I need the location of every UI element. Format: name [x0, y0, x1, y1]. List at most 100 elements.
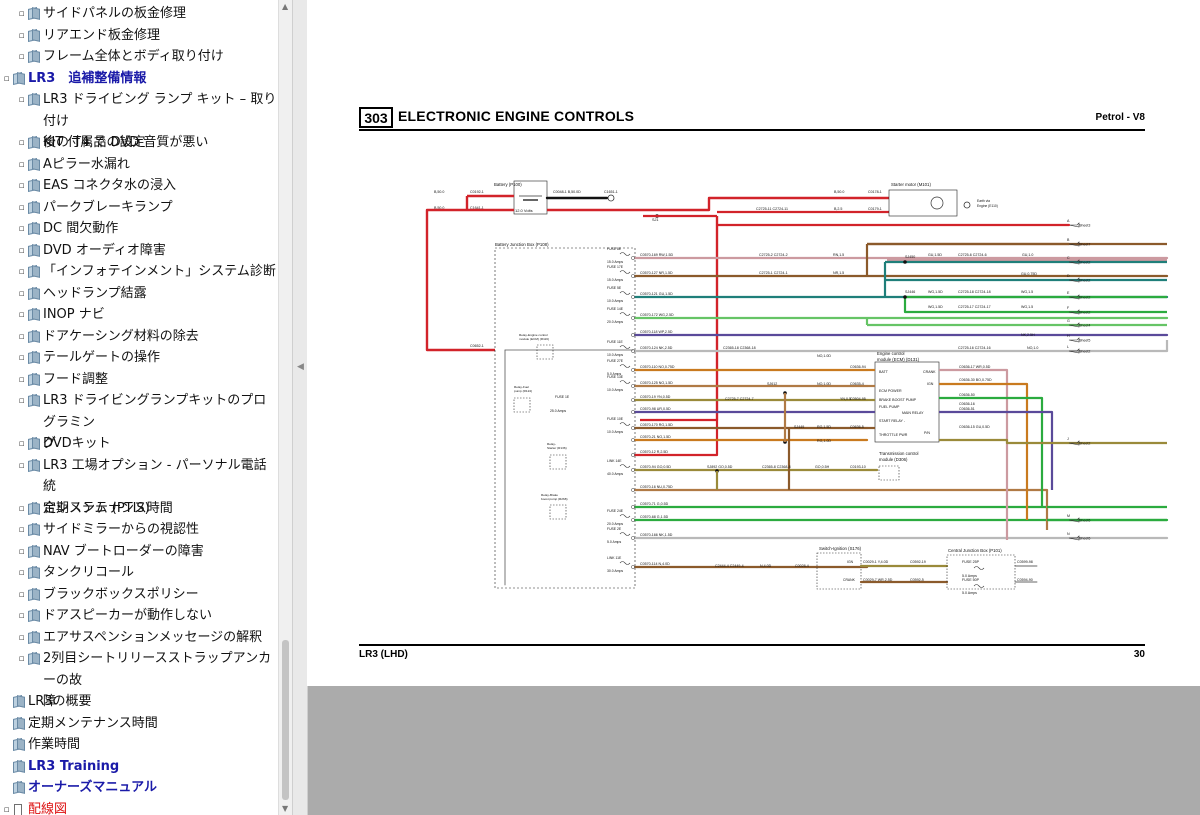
wire-label: WG,1.5 — [1021, 305, 1033, 309]
fuse-label: FUSE 14E — [607, 307, 624, 311]
cjb-label: Central Junction Box (P101) — [948, 548, 1002, 553]
tree-item[interactable]: ▫LR3 工場オプション - パーソナル電話統合システム (PTIS) — [0, 457, 278, 516]
tree-item[interactable]: ▫リアエンド板金修理 — [0, 27, 278, 49]
tree-item[interactable]: ▫エアサスペンションメッセージの解釈 — [0, 629, 278, 651]
switch-pin-label: CRANK — [843, 578, 856, 582]
tree-item[interactable]: ▫INOP ナビ — [0, 306, 278, 328]
tree-item-label-line: EAS コネクタ水の浸入 — [43, 178, 176, 193]
pane-splitter[interactable]: ◀ — [292, 0, 308, 815]
tree-item[interactable]: ▫テールゲートの操作 — [0, 349, 278, 371]
tree-item-label-line: 配線図 — [28, 801, 68, 815]
scrollbar-thumb[interactable] — [282, 640, 289, 800]
wire-label: N,4.0D — [760, 564, 772, 568]
fuse-amps: 10.0 Amps — [607, 388, 623, 392]
wire-label: C0570-110 NO,0.75D — [640, 365, 675, 369]
ecm-pin-label: ECM POWER — [879, 389, 902, 393]
tree-item-label-line: LR3の概要 — [28, 694, 92, 709]
tree-item-label-line: DVDキット — [43, 436, 111, 451]
tree-item-label-line: オーナーズマニュアル — [28, 780, 157, 795]
tree-line-icon: ▫ — [18, 525, 25, 535]
wire-label: GU,1.5D — [928, 253, 942, 257]
connector-letter: M — [1067, 514, 1070, 518]
wire-label: RG,1.5D — [817, 425, 831, 429]
wire-label: C0570-166 NK,1.5D — [640, 533, 673, 537]
wire-label: SJ446 — [905, 290, 915, 294]
book-icon — [27, 609, 39, 621]
wire-label: C0636-17 WR,0.5D — [959, 365, 991, 369]
collapse-arrow-icon[interactable]: ◀ — [297, 362, 304, 372]
bjb-connector-pin — [631, 333, 635, 337]
diagram-label: C2725-11 C2724-11 — [756, 207, 788, 211]
tree-item[interactable]: ▫LR3 ドライビング ランプ キット – 取り付け後の T4 での設定 — [0, 91, 278, 150]
tree-item[interactable]: ▫LR3 ドライビングランプキットのプログラミング — [0, 392, 278, 451]
tree-item[interactable]: ▫ドアスピーカーが動作しない — [0, 607, 278, 629]
tree-item[interactable]: ▫DVD オーディオ障害 — [0, 242, 278, 264]
bjb-box — [494, 247, 636, 589]
tree-item-label: テールゲートの操作 — [43, 347, 160, 369]
connector-letter: A — [1067, 219, 1070, 223]
scroll-up-arrow-icon[interactable]: ▲ — [282, 2, 289, 11]
tree-item[interactable]: ▫パークブレーキランプ — [0, 199, 278, 221]
tree-item[interactable]: ▫NAV ブートローダーの障害 — [0, 543, 278, 565]
tree-item[interactable]: オーナーズマニュアル — [0, 779, 278, 801]
tree-item-label: フード調整 — [43, 369, 108, 391]
scroll-down-arrow-icon[interactable]: ▼ — [282, 804, 289, 813]
tree-item[interactable]: ▫2列目シートリリースストラップアンカーの故障 — [0, 650, 278, 709]
wire-label: WG,1.5D — [928, 305, 943, 309]
tree-item[interactable]: ▫定期メンテナンス時間 — [0, 500, 278, 522]
ecm-pin-label: CRANK — [923, 370, 936, 374]
footer-model: LR3 (LHD) — [359, 649, 408, 660]
wire-label: C0570-98 UR,0.5D — [640, 407, 671, 411]
wire-label: SJ892 GO,0.5D — [707, 465, 733, 469]
collapse-toggle-icon[interactable]: ▫ — [3, 73, 10, 84]
tree-item[interactable]: ▫KIT 付属品 DVD 音質が悪い — [0, 134, 278, 156]
cjb-box — [946, 554, 1016, 590]
tree-item[interactable]: LR3 Training — [0, 758, 278, 780]
sidebar-scrollbar[interactable]: ▲ ▼ — [278, 0, 293, 815]
tree-item[interactable]: ▫DC 間欠動作 — [0, 220, 278, 242]
tree-item[interactable]: ▫ドアケーシング材料の除去 — [0, 328, 278, 350]
ecm-pin-label: BRAKE BOOST PUMP — [879, 398, 917, 402]
bjb-connector-pin — [631, 468, 635, 472]
sheet-reference: Sheet2 — [1079, 349, 1090, 353]
sheet-arrow-icon — [1068, 259, 1080, 265]
tree-item[interactable]: ▫タンクリコール — [0, 564, 278, 586]
wire-label: FUSE 25P — [962, 560, 980, 564]
tree-item[interactable]: 定期メンテナンス時間 — [0, 715, 278, 737]
tree-item[interactable]: ▫ 配線図 — [0, 801, 278, 815]
tree-item[interactable]: ▫ヘッドランプ結露 — [0, 285, 278, 307]
wire-label: C0570-68 G,1.5D — [640, 515, 669, 519]
tree-item[interactable]: ▫Aピラー水漏れ — [0, 156, 278, 178]
tree-item-label-line: サイドパネルの板金修理 — [43, 6, 187, 21]
ignition-switch-box — [816, 552, 862, 590]
tree-line-icon: ▫ — [18, 310, 25, 320]
tree-item[interactable]: ▫サイドミラーからの視認性 — [0, 521, 278, 543]
bjb-connector-pin — [631, 368, 635, 372]
tree-item[interactable]: ▫LR3 追補整備情報 — [0, 70, 278, 92]
page-number: 30 — [1133, 649, 1145, 660]
tree-item[interactable]: ▫フード調整 — [0, 371, 278, 393]
tree-item-label: 「インフォテインメント」システム診断 — [43, 261, 276, 283]
tree-item[interactable]: 作業時間 — [0, 736, 278, 758]
wire-label: C0592-5 — [910, 578, 924, 582]
sheet-reference: Sheet5 — [1079, 338, 1090, 342]
tree-item-label: LR3 ドライビング ランプ キット – 取り付け後の T4 での設定 — [43, 89, 278, 154]
wire-label: SJ450 — [905, 255, 915, 259]
expand-toggle-icon[interactable]: ▫ — [3, 804, 10, 815]
tree-item[interactable]: ▫フレーム全体とボディ取り付け — [0, 48, 278, 70]
tree-item[interactable]: LR3の概要 — [0, 693, 278, 715]
sheet-reference: Sheet2 — [1079, 295, 1090, 299]
wire-label: C0570-172 WG,2.5D — [640, 313, 674, 317]
tree-item[interactable]: ▫「インフォテインメント」システム診断 — [0, 263, 278, 285]
tree-item[interactable]: ▫EAS コネクタ水の浸入 — [0, 177, 278, 199]
fuse-symbol — [619, 561, 631, 565]
tree-item[interactable]: ▫サイドパネルの板金修理 — [0, 5, 278, 27]
tree-item-label-line: タンクリコール — [43, 565, 135, 580]
tree-item[interactable]: ▫DVDキット — [0, 435, 278, 457]
book-icon — [27, 545, 39, 557]
bjb-connector-pin — [631, 565, 635, 569]
tree-item[interactable]: ▫ブラックボックスポリシー — [0, 586, 278, 608]
tree-line-icon: ▫ — [18, 632, 25, 643]
tree-item-label-line: ドアスピーカーが動作しない — [43, 608, 213, 623]
bjb-connector-pin — [631, 518, 635, 522]
